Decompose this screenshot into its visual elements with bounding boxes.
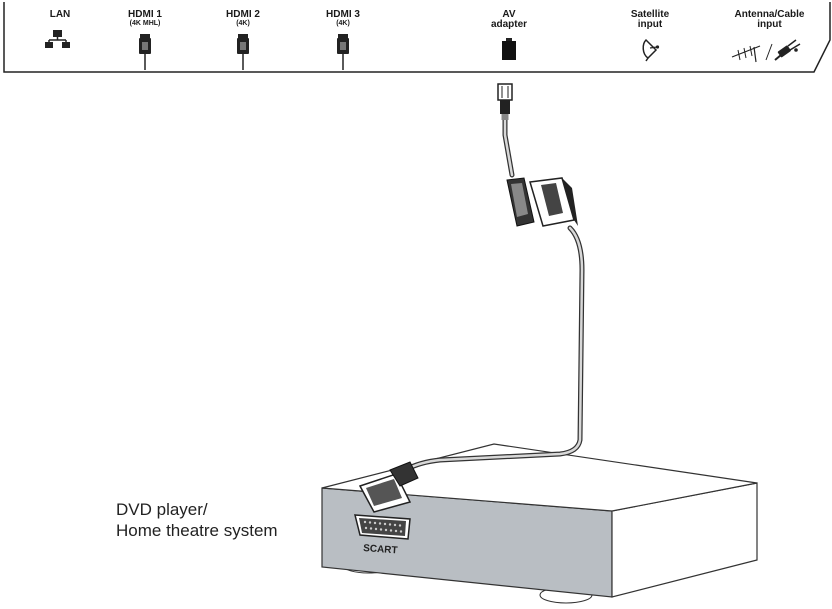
port-av-adapter: AV adapter (474, 10, 544, 30)
lan-icon (45, 30, 70, 48)
port-hdmi-1: HDMI 1 (4K MHL) (110, 10, 180, 28)
port-satellite: Satellite input (615, 10, 685, 30)
port-name: Satellite (630, 9, 670, 20)
hdmi-port-icon (237, 34, 249, 70)
device-label-line-2: Home theatre system (116, 521, 278, 540)
port-sub: input (757, 19, 782, 30)
port-lan: LAN (30, 10, 90, 20)
port-name: LAN (49, 9, 71, 20)
scart-plug-icon (358, 461, 419, 513)
port-sub: (4K MHL) (129, 20, 161, 27)
av-adapter-plug-icon (497, 83, 513, 120)
port-name: HDMI 3 (326, 9, 360, 20)
device-label: DVD player/ Home theatre system (116, 499, 336, 541)
scart-port-label: SCART (363, 543, 398, 556)
port-name: HDMI 1 (128, 9, 162, 20)
port-sub: adapter (490, 19, 528, 30)
av-adapter-jack-icon (502, 38, 516, 60)
hdmi-port-icon (337, 34, 349, 70)
satellite-dish-icon (642, 38, 660, 62)
port-name: Antenna/Cable (734, 9, 805, 20)
port-sub: (4K) (236, 20, 250, 27)
port-sub: (4K) (336, 20, 350, 27)
device-label-line-1: DVD player/ (116, 500, 208, 519)
hdmi-port-icon (139, 34, 151, 70)
antenna-cable-icon (731, 39, 801, 63)
port-name: AV (502, 9, 516, 20)
port-sub: input (637, 19, 663, 30)
port-hdmi-3: HDMI 3 (4K) (308, 10, 378, 28)
port-hdmi-2: HDMI 2 (4K) (208, 10, 278, 28)
scart-cable (402, 85, 585, 473)
port-antenna-cable: Antenna/Cable input (722, 10, 817, 30)
scart-socket (354, 514, 411, 540)
tv-connector-panel (3, 2, 831, 73)
port-name: HDMI 2 (226, 9, 260, 20)
scart-plug-icon (506, 177, 578, 227)
